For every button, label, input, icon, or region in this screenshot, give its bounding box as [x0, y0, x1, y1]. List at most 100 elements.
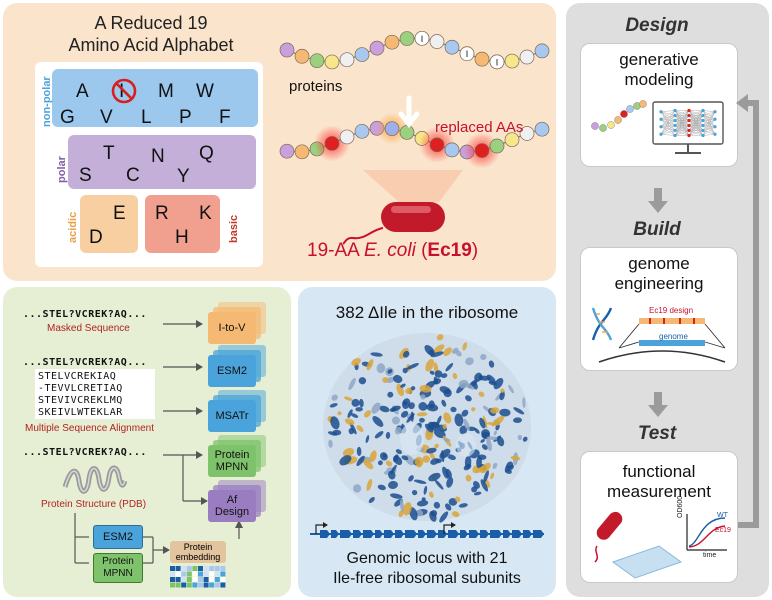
replaced-aas-label: replaced AAs: [435, 119, 524, 136]
embedding-box: Protein embedding: [170, 541, 226, 563]
afdesign-box-line1: Af: [226, 494, 238, 506]
monitor-neural-network-icon: [591, 100, 724, 154]
msa-header: ...STEL?VCREK?AQ...: [23, 357, 147, 368]
ribosome-count: 382: [335, 303, 368, 322]
aa-T: T: [103, 143, 115, 164]
aa-F: F: [219, 107, 231, 128]
ec19-open: (: [415, 240, 428, 261]
test-card-line2: measurement: [607, 482, 711, 501]
aa-E: E: [113, 203, 126, 224]
ec19-prefix: 19-AA: [307, 240, 365, 261]
aa-Y: Y: [177, 166, 190, 187]
aa-G: G: [60, 107, 75, 128]
ec19-species: E. coli: [364, 240, 416, 261]
build-label: Build: [633, 219, 681, 240]
msa-line-4: SKEIVLWTEKLAR: [38, 407, 123, 418]
test-card: functional measurement WT Ec19 OD600 tim…: [580, 451, 738, 583]
ecoli-cell: [343, 170, 463, 245]
aa-V: V: [100, 107, 113, 128]
polar-group: [68, 135, 256, 189]
build-card: genome engineering Ec19 design genome: [580, 247, 738, 371]
build-card-line1: genome: [628, 254, 690, 273]
test-card-line1: functional: [622, 462, 696, 481]
aa-K: K: [199, 203, 212, 224]
aa-H: H: [175, 227, 189, 248]
ribosome-structure: [323, 333, 531, 523]
msa-caption: Multiple Sequence Alignment: [25, 423, 154, 434]
ec19-strain: Ec19: [427, 240, 472, 261]
masked-sequence: ...STEL?VCREK?AQ...: [23, 309, 147, 320]
acidic-group: [80, 195, 138, 253]
svg-text:I: I: [466, 49, 469, 59]
build-card-line2: engineering: [614, 274, 704, 293]
wt-label: WT: [717, 512, 728, 519]
proteinmpnn-box-line1: Protein: [214, 449, 250, 461]
proteins-label: proteins: [289, 78, 343, 95]
protein-chains: III: [279, 30, 550, 169]
embedding-line1: Protein: [183, 542, 213, 552]
feedback-loop-arrow: [736, 94, 759, 528]
ec19-curve-label: Ec19: [715, 527, 731, 534]
alphabet-panel: A Reduced 19 Amino Acid Alphabet non-pol…: [3, 3, 556, 281]
ribosome-title-rest: Ile in the ribosome: [379, 303, 519, 322]
small-proteinmpnn-box: Protein MPNN: [93, 553, 143, 583]
aa-R: R: [155, 203, 169, 224]
aa-A: A: [76, 81, 89, 102]
aa-M: M: [158, 81, 174, 102]
msatr-box-stack: MSATr: [208, 390, 266, 434]
basic-label: basic: [228, 214, 240, 243]
msa-line-1: STELVCREKIAQ: [38, 371, 117, 382]
aa-W: W: [196, 81, 214, 102]
msa-line-3: STEVIVCREKLMQ: [38, 395, 123, 406]
aa-I: I: [119, 81, 125, 102]
locus-caption-line1: Genomic locus with 21: [346, 550, 508, 567]
proteinmpnn-box: Protein MPNN: [208, 445, 256, 477]
genomic-locus: [310, 522, 544, 538]
aa-N: N: [151, 146, 165, 167]
proteinmpnn-box-stack: Protein MPNN: [208, 435, 266, 479]
embedding-matrix: [170, 566, 226, 588]
alphabet-title-line1: A Reduced 19: [94, 13, 208, 33]
msatr-box: MSATr: [208, 400, 256, 432]
genome-label: genome: [659, 332, 688, 341]
aa-Q: Q: [199, 143, 214, 164]
structure-sequence: ...STEL?VCREK?AQ...: [23, 447, 147, 458]
ec19-close: ): [471, 240, 479, 261]
time-axis-label: time: [703, 552, 717, 559]
design-card-line2: modeling: [624, 70, 694, 89]
small-esm2-box: ESM2: [93, 525, 143, 549]
afdesign-box-line2: Design: [214, 506, 250, 518]
itov-box-stack: I-to-V: [208, 302, 266, 346]
alphabet-grid: [35, 62, 263, 267]
down-arrow-icon: [398, 95, 420, 129]
small-proteinmpnn-line2: MPNN: [103, 568, 133, 579]
ribosome-panel: 382 ΔIle in the ribosome Genomic locus w…: [298, 287, 556, 597]
aa-D: D: [89, 227, 103, 248]
nonpolar-group: [52, 69, 258, 127]
protein-chain-replaced: [279, 112, 550, 169]
design-card: generative modeling: [580, 43, 738, 167]
aa-P: P: [179, 107, 192, 128]
prohibited-icon: [111, 78, 137, 104]
nonpolar-label: non-polar: [41, 76, 53, 127]
od-axis-label: OD600: [677, 495, 684, 518]
afdesign-box: Af Design: [208, 490, 256, 522]
basic-group: [145, 195, 220, 253]
esm2-box: ESM2: [208, 355, 256, 387]
delta-symbol: Δ: [367, 303, 380, 322]
ribosome-title: 382 ΔIle in the ribosome: [298, 303, 556, 323]
small-proteinmpnn-line1: Protein: [102, 556, 134, 567]
locus-caption-line2: Ile-free ribosomal subunits: [333, 570, 521, 587]
protein-structure-icon: [63, 465, 127, 494]
masked-sequence-caption: Masked Sequence: [47, 323, 130, 334]
msa-block: STELVCREKIAQ -TEVVLCRETIAQ STEVIVCREKLMQ…: [35, 369, 155, 419]
polar-label: polar: [56, 156, 68, 183]
acidic-label: acidic: [67, 211, 79, 243]
protein-chain-native: III: [279, 30, 550, 70]
arrow-design-to-build: [648, 188, 668, 213]
arrow-build-to-test: [648, 392, 668, 417]
aa-S: S: [79, 165, 92, 186]
growth-assay-icon: [594, 511, 727, 579]
svg-text:I: I: [421, 34, 424, 44]
afdesign-box-stack: Af Design: [208, 480, 266, 524]
